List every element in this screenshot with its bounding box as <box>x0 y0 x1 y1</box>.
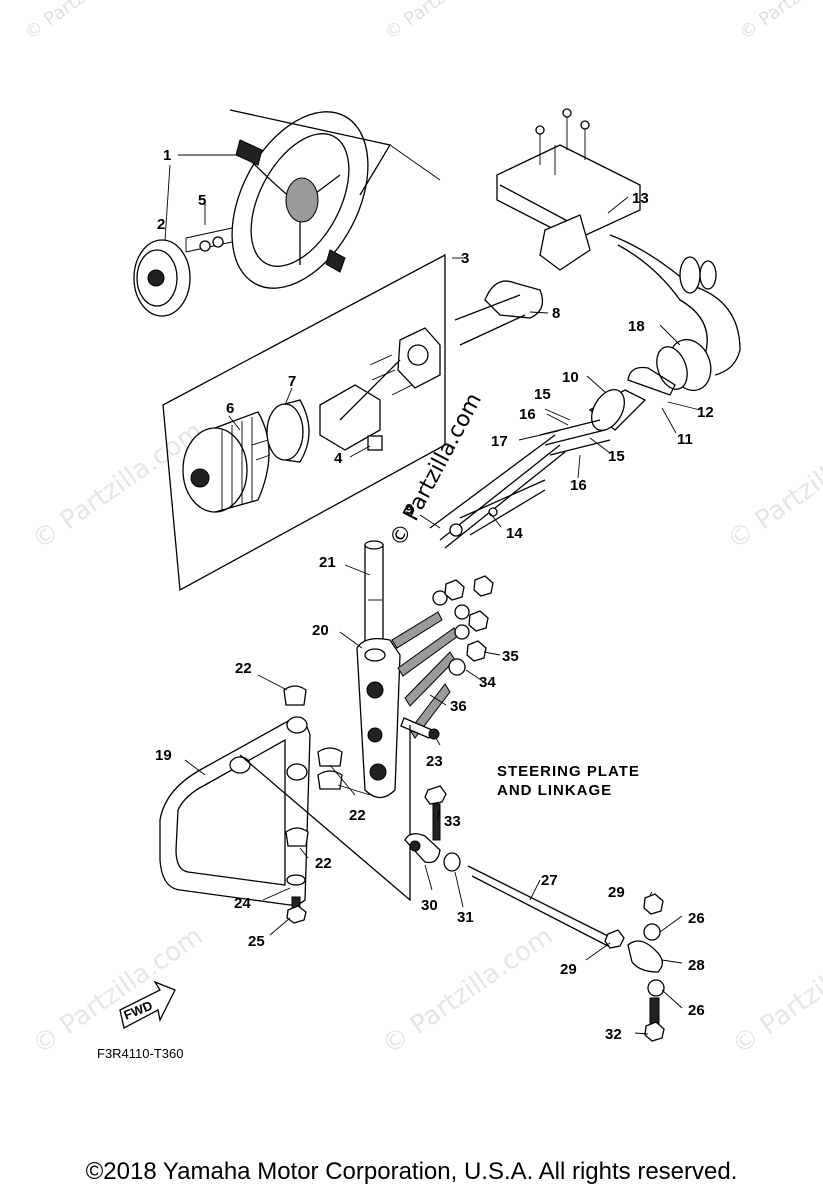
watermark-bottom-right: © Partzilla.com <box>727 921 823 1061</box>
callout-1: 1 <box>163 147 171 164</box>
callout-28: 28 <box>688 957 705 974</box>
callout-18: 18 <box>628 318 645 335</box>
callout-3: 3 <box>461 250 469 267</box>
callout-20: 20 <box>312 622 329 639</box>
callout-16b: 16 <box>570 477 587 494</box>
bushings <box>283 685 343 847</box>
callout-5: 5 <box>198 192 206 209</box>
steering-wheel-cover-box <box>229 109 441 196</box>
tilt-bracket <box>454 108 641 346</box>
callout-33: 33 <box>444 813 461 830</box>
hub-nut-set <box>185 227 233 253</box>
watermark-bottom-center: © Partzilla.com <box>377 921 559 1061</box>
callout-22a: 22 <box>235 660 252 677</box>
callout-19: 19 <box>155 747 172 764</box>
callout-17: 17 <box>491 433 508 450</box>
copyright-notice: ©2018 Yamaha Motor Corporation, U.S.A. A… <box>85 1158 738 1185</box>
callout-14: 14 <box>506 525 523 542</box>
callout-25: 25 <box>248 933 265 950</box>
diagram-title-line-2: AND LINKAGE <box>497 782 612 799</box>
linkage-bolt <box>424 785 447 841</box>
callout-10: 10 <box>562 369 579 386</box>
plate-bolt <box>286 874 307 924</box>
steering-arm <box>356 637 401 799</box>
callout-11: 11 <box>677 431 693 448</box>
callout-32: 32 <box>605 1026 622 1043</box>
callout-35: 35 <box>502 648 519 665</box>
linkage-frame <box>239 725 411 902</box>
callout-36: 36 <box>450 698 467 715</box>
callout-8: 8 <box>552 305 560 322</box>
diagram-title-line-1: STEERING PLATE <box>497 763 640 780</box>
leader-lines <box>164 154 701 1035</box>
hub-cap <box>133 239 191 317</box>
callout-15b: 15 <box>608 448 625 465</box>
callout-7: 7 <box>288 373 296 390</box>
helm-ring <box>266 399 310 463</box>
callout-21: 21 <box>319 554 336 571</box>
watermark-mid-left: © Partzilla.com <box>27 416 209 556</box>
callout-13: 13 <box>632 190 649 207</box>
watermark-top-left: © Partzilla.com <box>21 0 147 44</box>
throttle-cable-harness <box>609 234 741 392</box>
helm-gear-housing <box>251 327 441 461</box>
callout-labels: 1 2 3 4 5 6 7 8 9 10 11 12 13 14 15 15 1… <box>155 147 714 1043</box>
callout-15a: 15 <box>534 386 551 403</box>
figure-code: F3R4110-T360 <box>97 1046 183 1061</box>
callout-16a: 16 <box>519 406 536 423</box>
helm-assembly-frame <box>162 253 446 592</box>
helm-clip <box>367 435 383 451</box>
callout-31: 31 <box>457 909 474 926</box>
watermark-top-right: © Partzilla.com <box>736 0 823 44</box>
studs <box>391 611 459 739</box>
steering-shaft <box>364 540 384 656</box>
steering-wheel <box>231 111 369 289</box>
watermark-bottom-left: © Partzilla.com <box>27 921 209 1061</box>
pin-bolt <box>400 717 440 740</box>
callout-22b: 22 <box>349 807 366 824</box>
callout-34: 34 <box>479 674 496 691</box>
steering-plate <box>159 716 311 906</box>
callout-23: 23 <box>426 753 443 770</box>
callout-29b: 29 <box>560 961 577 978</box>
callout-30: 30 <box>421 897 438 914</box>
callout-4: 4 <box>334 450 343 467</box>
callout-24: 24 <box>234 895 251 912</box>
watermark-top-center: © Partzilla.com <box>381 0 507 44</box>
rod-end-right <box>627 893 665 1042</box>
nuts-and-washers <box>432 575 494 676</box>
watermark-mid-right: © Partzilla.com <box>722 416 823 556</box>
callout-12: 12 <box>697 404 714 421</box>
cable-band <box>627 366 676 396</box>
helm-drum <box>182 411 270 513</box>
callout-29a: 29 <box>608 884 625 901</box>
callout-6: 6 <box>226 400 234 417</box>
callout-27: 27 <box>541 872 558 889</box>
callout-22c: 22 <box>315 855 332 872</box>
callout-9: 9 <box>405 501 413 518</box>
callout-26b: 26 <box>688 1002 705 1019</box>
rod-end-left <box>404 833 461 872</box>
callout-2: 2 <box>157 216 165 233</box>
cable-boots <box>429 389 647 549</box>
callout-26a: 26 <box>688 910 705 927</box>
